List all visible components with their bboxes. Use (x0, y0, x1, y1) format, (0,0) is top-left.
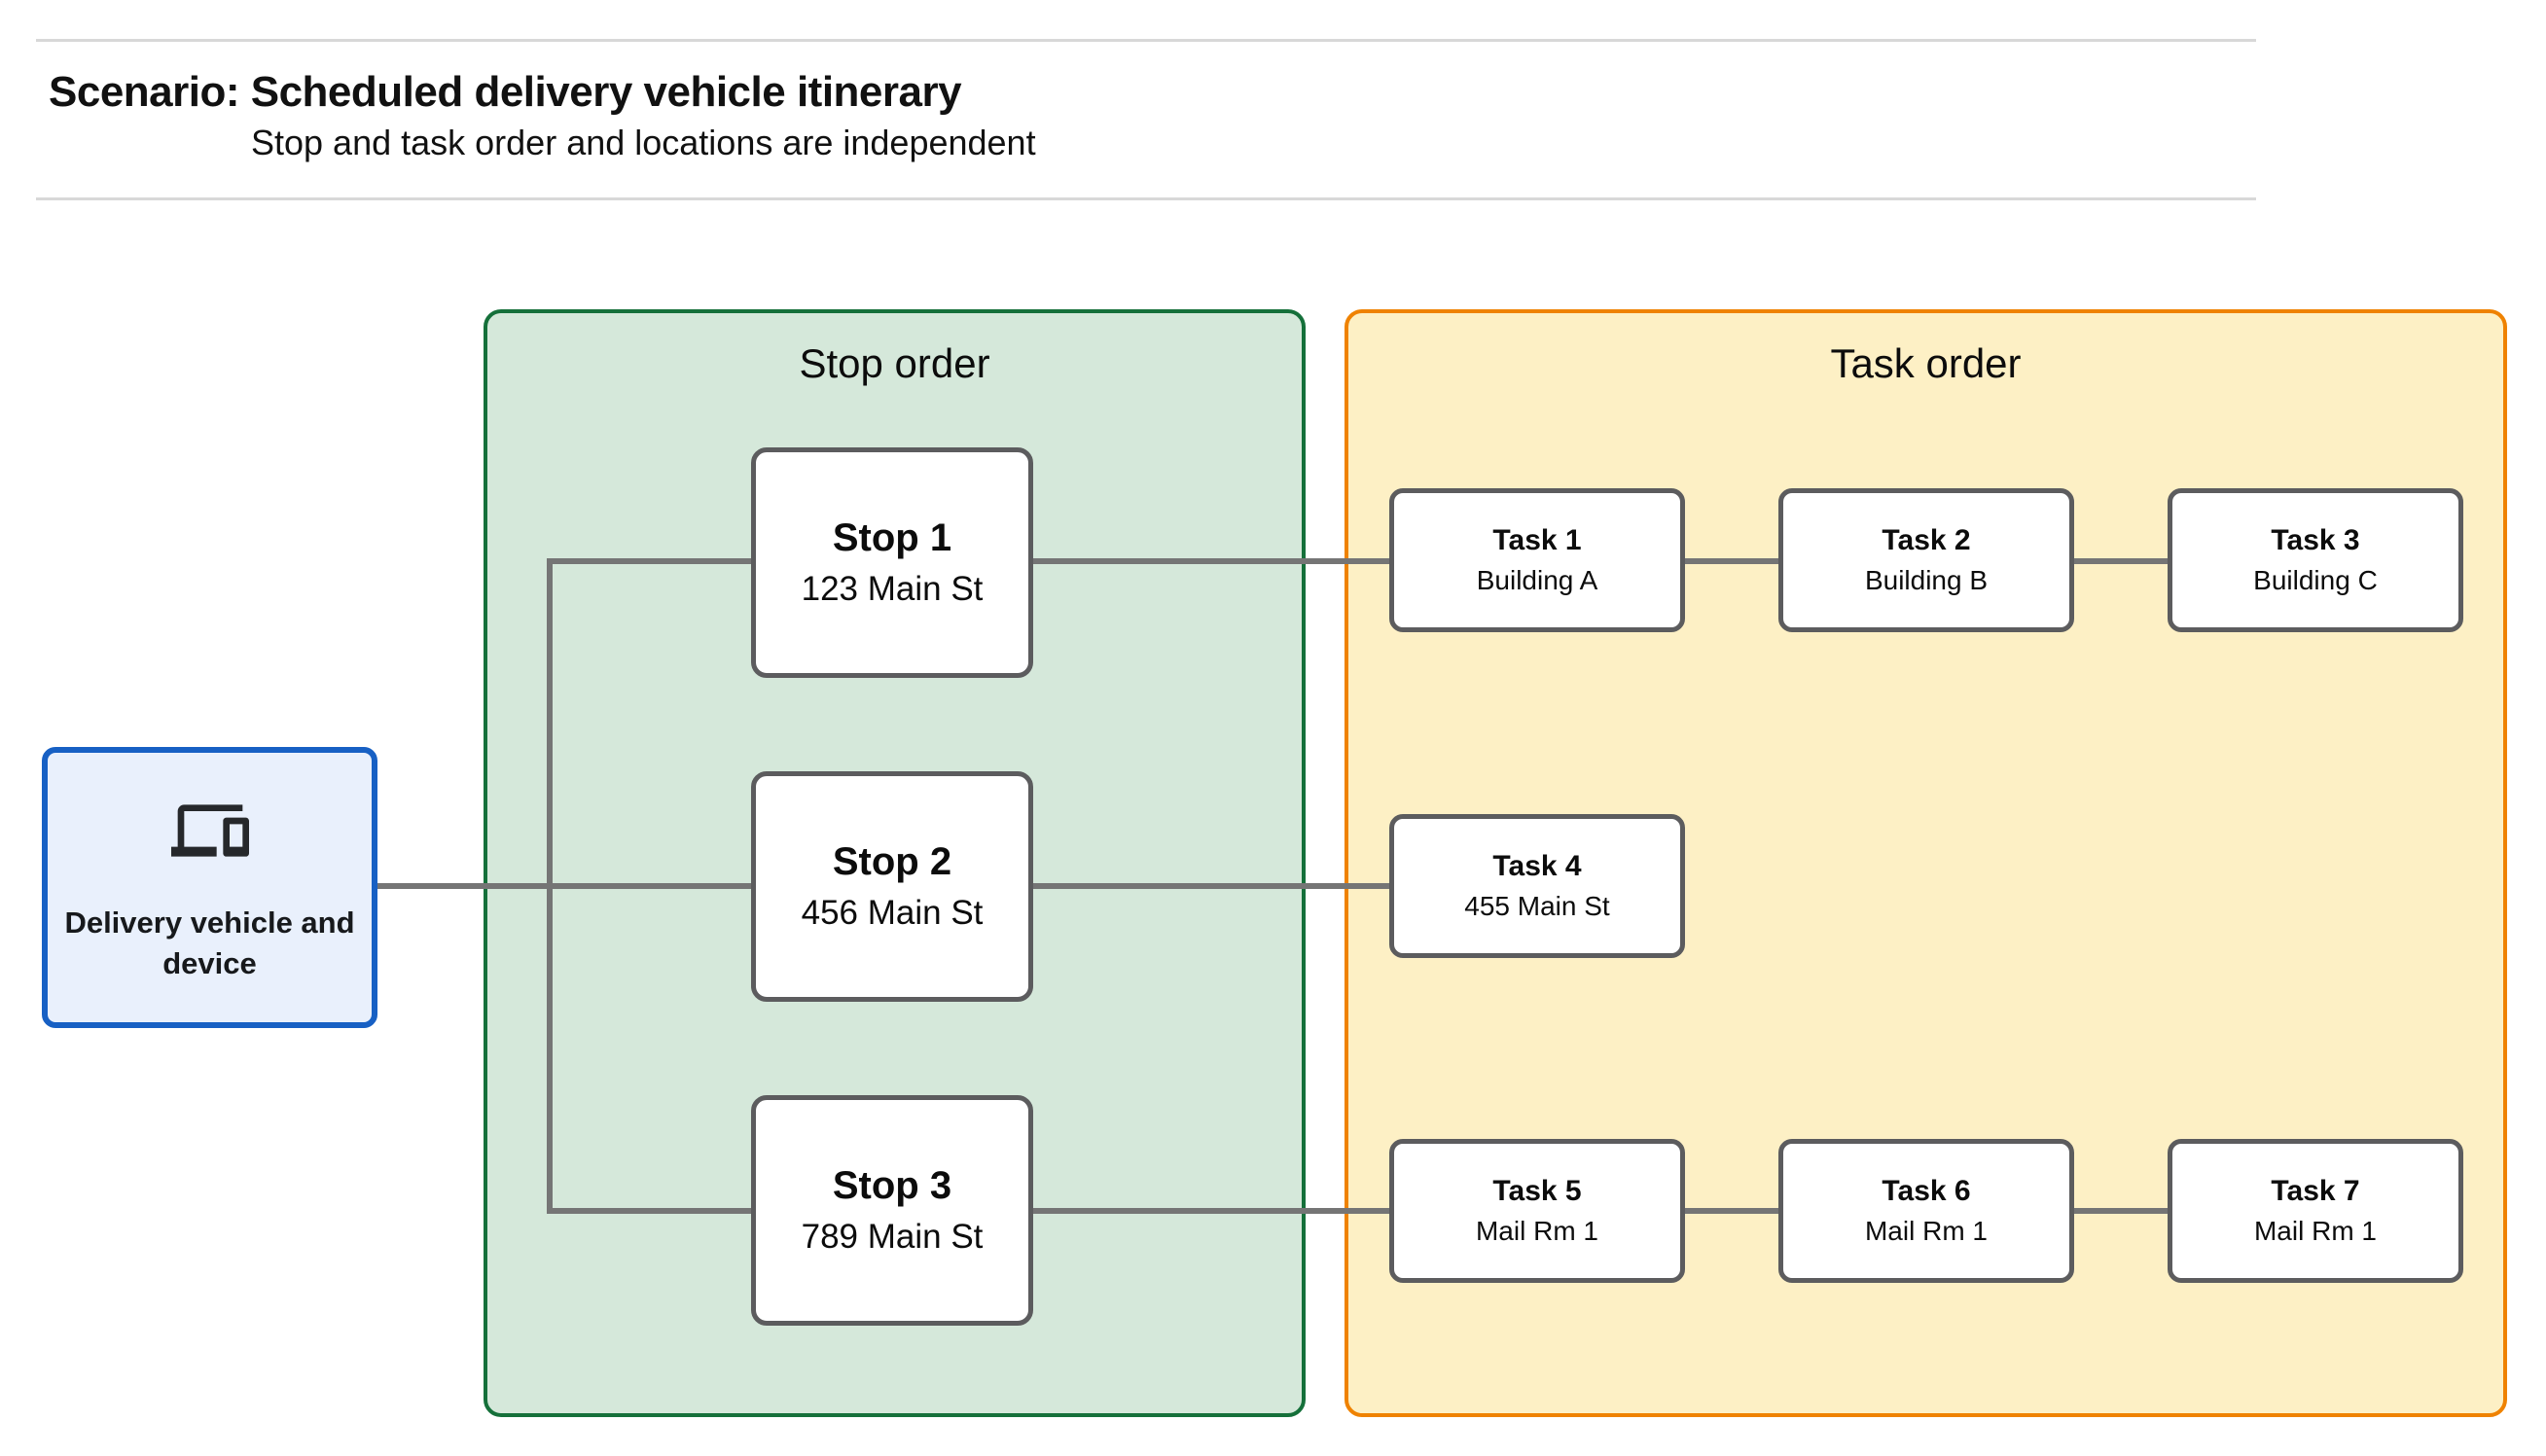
task-7-location: Mail Rm 1 (2253, 1216, 2377, 1246)
stop-2-title: Stop 2 (832, 840, 952, 883)
task-4-location: 455 Main St (1464, 891, 1610, 921)
stop-3-title: Stop 3 (832, 1164, 952, 1207)
delivery-vehicle-label: Delivery vehicle and device (64, 905, 355, 980)
connector-task2-task3 (2074, 558, 2168, 564)
task-6-title: Task 6 (1882, 1175, 1971, 1207)
task-3-title: Task 3 (2271, 524, 2360, 556)
task-7-title: Task 7 (2271, 1175, 2360, 1207)
connector-task1-task2 (1685, 558, 1778, 564)
stop-order-title: Stop order (799, 340, 990, 386)
stop-node-3: Stop 3 789 Main St (751, 1095, 1033, 1326)
delivery-vehicle-node: Delivery vehicle and device (42, 747, 377, 1028)
connector-branch-vertical (547, 558, 553, 1214)
connector-stop1-task1 (1033, 558, 1389, 564)
connector-stop3-task5 (1033, 1208, 1389, 1214)
task-node-2: Task 2 Building B (1778, 488, 2074, 632)
devices-icon (170, 792, 249, 870)
task-4-title: Task 4 (1492, 850, 1582, 882)
connector-branch-to-stop3 (547, 1208, 751, 1214)
connector-stop2-task4 (1033, 883, 1389, 889)
task-2-title: Task 2 (1882, 524, 1971, 556)
page-subtitle: Stop and task order and locations are in… (251, 123, 1036, 162)
task-node-5: Task 5 Mail Rm 1 (1389, 1139, 1685, 1283)
task-node-4: Task 4 455 Main St (1389, 814, 1685, 958)
task-order-title: Task order (1830, 340, 2022, 386)
task-node-6: Task 6 Mail Rm 1 (1778, 1139, 2074, 1283)
task-node-7: Task 7 Mail Rm 1 (2168, 1139, 2463, 1283)
stop-1-address: 123 Main St (801, 570, 984, 608)
stop-1-title: Stop 1 (832, 516, 952, 559)
connector-branch-to-stop1 (547, 558, 751, 564)
header-divider (36, 197, 2256, 200)
task-5-title: Task 5 (1492, 1175, 1582, 1207)
task-2-location: Building B (1864, 565, 1989, 595)
page-title: Scenario: Scheduled delivery vehicle iti… (49, 68, 962, 116)
stop-2-address: 456 Main St (801, 894, 984, 932)
connector-vehicle-to-stops (377, 883, 751, 889)
stop-node-2: Stop 2 456 Main St (751, 771, 1033, 1002)
task-1-title: Task 1 (1492, 524, 1582, 556)
connector-task6-task7 (2074, 1208, 2168, 1214)
task-node-1: Task 1 Building A (1389, 488, 1685, 632)
top-divider (36, 39, 2256, 42)
stop-node-1: Stop 1 123 Main St (751, 447, 1033, 678)
task-5-location: Mail Rm 1 (1475, 1216, 1598, 1246)
task-3-location: Building C (2253, 565, 2378, 595)
task-6-location: Mail Rm 1 (1864, 1216, 1988, 1246)
task-node-3: Task 3 Building C (2168, 488, 2463, 632)
connector-task5-task6 (1685, 1208, 1778, 1214)
stop-3-address: 789 Main St (801, 1218, 984, 1256)
task-1-location: Building A (1476, 565, 1598, 595)
